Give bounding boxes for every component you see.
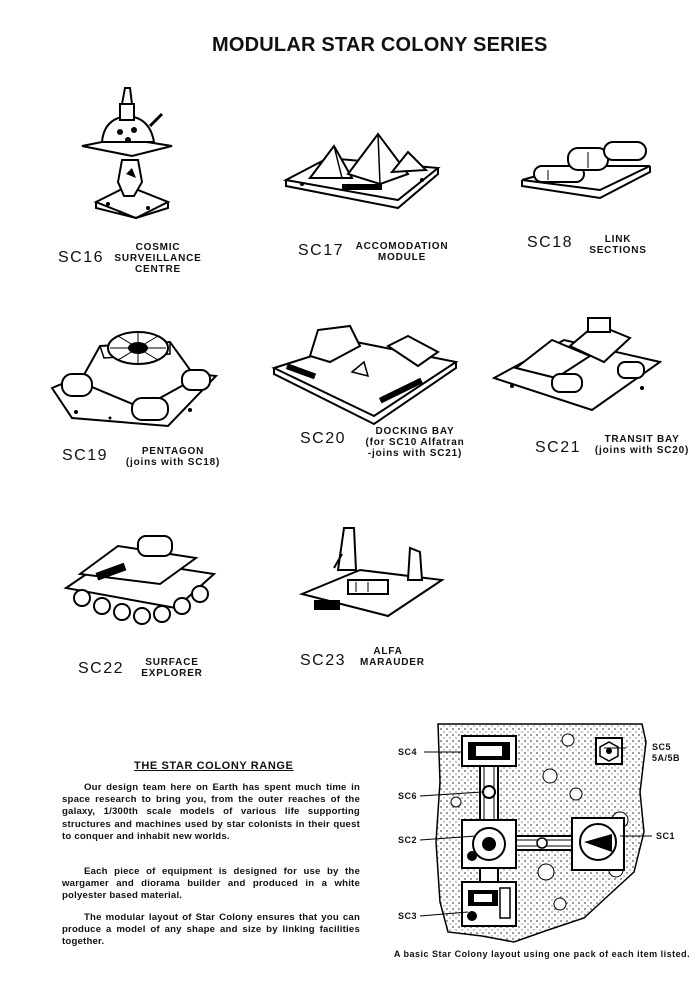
product-name: PENTAGON (joins with SC18) (125, 446, 221, 468)
product-name: SURFACE EXPLORER (141, 657, 203, 679)
layout-label-sc4: SC4 (398, 747, 418, 757)
range-heading: THE STAR COLONY RANGE (134, 760, 294, 772)
product-name: COSMIC SURVEILLANCE CENTRE (114, 242, 202, 275)
product-code: SC19 (62, 447, 109, 464)
transit-bay-illustration (492, 316, 662, 416)
accommodation-module-illustration (282, 122, 442, 217)
layout-label-sc1: SC1 (656, 831, 676, 841)
layout-label-sc3: SC3 (398, 911, 418, 921)
link-sections-illustration (518, 132, 653, 207)
product-code: SC17 (298, 242, 345, 259)
tracked-vehicle-illustration (60, 528, 225, 628)
layout-caption: A basic Star Colony layout using one pac… (393, 949, 691, 959)
product-code: SC16 (58, 249, 105, 266)
product-code: SC21 (535, 439, 582, 456)
layout-label-sc6: SC6 (398, 791, 418, 801)
pentagon-dome-illustration (50, 318, 220, 430)
product-code: SC18 (527, 234, 574, 251)
product-name: ALFA MARAUDER (360, 646, 425, 668)
marauder-craft-illustration (298, 524, 448, 624)
layout-label-sc2: SC2 (398, 835, 418, 845)
range-paragraph: Each piece of equipment is designed for … (62, 866, 360, 902)
product-code: SC23 (300, 652, 347, 669)
range-paragraph: Our design team here on Earth has spent … (62, 782, 360, 842)
page-title: MODULAR STAR COLONY SERIES (212, 34, 548, 56)
product-code: SC20 (300, 430, 347, 447)
colony-layout-diagram (434, 722, 654, 944)
product-name: TRANSIT BAY (joins with SC20) (594, 434, 690, 456)
docking-bay-illustration (270, 316, 460, 428)
product-name: ACCOMODATION MODULE (355, 241, 449, 263)
range-paragraph: The modular layout of Star Colony ensure… (62, 912, 360, 948)
product-name: LINK SECTIONS (589, 234, 647, 256)
layout-label-sc5: SC5 5A/5B (652, 742, 681, 763)
product-name: DOCKING BAY (for SC10 Alfatran -joins wi… (365, 426, 465, 459)
surveillance-tower-illustration (78, 84, 178, 219)
product-code: SC22 (78, 660, 125, 677)
